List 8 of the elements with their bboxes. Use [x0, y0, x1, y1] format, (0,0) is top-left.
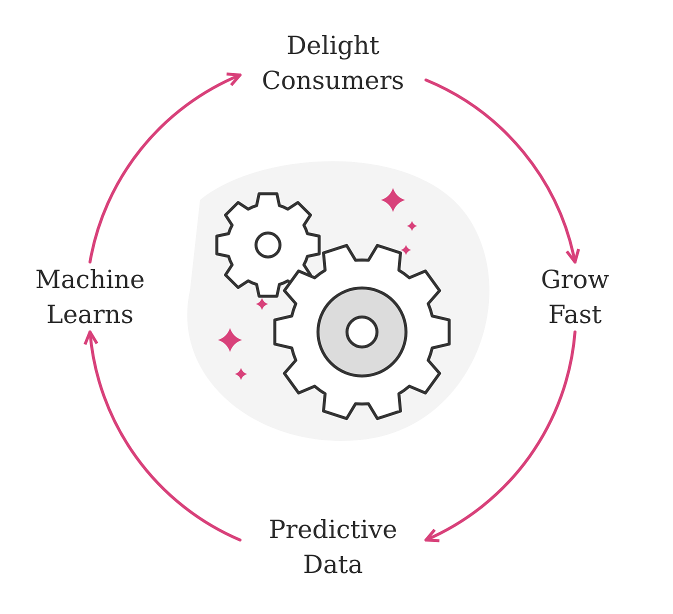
step-label: Predictive Data — [240, 512, 426, 582]
step-label: Delight Consumers — [240, 28, 426, 98]
arrow — [88, 73, 242, 264]
arrow — [84, 330, 242, 542]
arrow — [424, 330, 576, 542]
step-label: Machine Learns — [20, 262, 160, 332]
arrow — [424, 78, 580, 264]
step-label: Grow Fast — [525, 262, 625, 332]
